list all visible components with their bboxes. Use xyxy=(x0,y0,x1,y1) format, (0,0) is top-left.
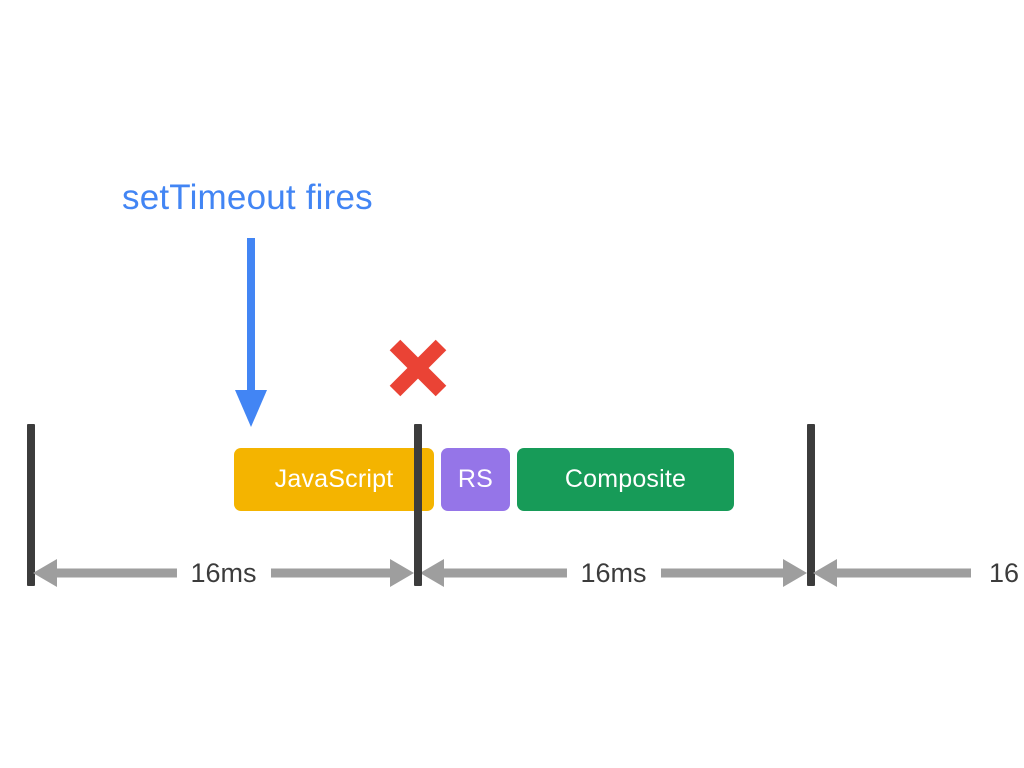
frame-boundary-tick-2 xyxy=(414,424,422,586)
measurement-span-1: 16ms xyxy=(31,552,416,594)
frame-boundary-tick-3 xyxy=(807,424,815,586)
measurement-span-2: 16ms xyxy=(418,552,809,594)
measurement-span-3: 16 xyxy=(811,552,1024,594)
frame-boundary-tick-1 xyxy=(27,424,35,586)
bar-composite-label: Composite xyxy=(564,465,687,493)
measurement-label-3: 16 xyxy=(979,552,1020,594)
bar-composite: Composite xyxy=(517,448,734,511)
settimeout-annotation-label: setTimeout fires xyxy=(122,178,373,217)
measurement-label-2: 16ms xyxy=(566,552,661,594)
bar-javascript: JavaScript xyxy=(234,448,434,511)
bar-recalc-style: RS xyxy=(441,448,510,511)
left-arrow-icon xyxy=(813,559,971,587)
red-x-icon xyxy=(386,336,450,400)
measurement-label-1: 16ms xyxy=(176,552,271,594)
bar-javascript-label: JavaScript xyxy=(274,465,394,493)
bar-recalc-style-label: RS xyxy=(457,465,494,493)
down-arrow-icon xyxy=(233,238,269,428)
